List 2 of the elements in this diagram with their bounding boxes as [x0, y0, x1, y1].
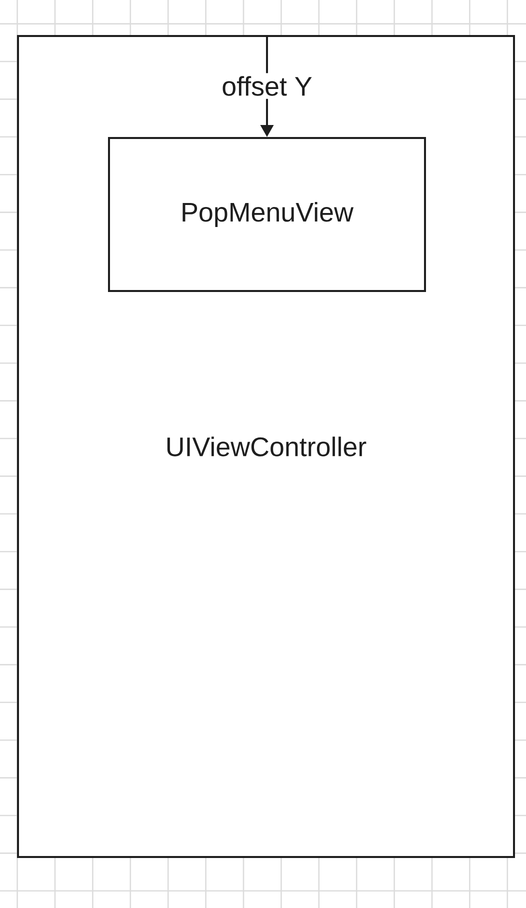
edge-label: offset Y — [218, 73, 316, 99]
view-box: PopMenuView — [108, 137, 426, 292]
